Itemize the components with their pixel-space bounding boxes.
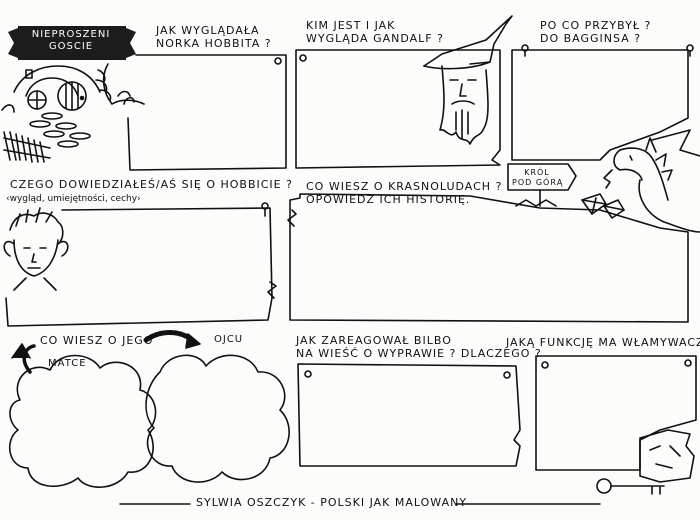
answer-box-dwarves	[289, 193, 689, 323]
pin-icon	[274, 57, 282, 65]
pin-icon	[299, 54, 307, 62]
worksheet-title: Nieproszeni Goscie	[26, 29, 116, 53]
question-burglar: Jaką funkcję ma włamywacz ?	[506, 336, 700, 349]
question-hobbit-hole-line-1: Jak wyglądała	[156, 24, 260, 37]
pin-icon	[684, 359, 692, 367]
pin-icon	[304, 370, 312, 378]
answer-box-burglar	[535, 355, 697, 471]
answer-box-about-hobbit	[5, 207, 273, 327]
key-icon	[596, 478, 612, 494]
gandalf-drawing	[423, 15, 513, 145]
cloud-mother	[9, 354, 157, 488]
question-bilbo-reaction-line-2: na wieść o wyprawie ? Dlaczego ?	[296, 347, 542, 360]
signpost-drawing	[507, 163, 577, 207]
hobbit-face-drawing	[3, 207, 69, 291]
question-about-hobbit: Czego dowiedziałeś/aś się o hobbicie ?	[10, 178, 293, 191]
cloud-father	[145, 354, 290, 483]
question-hobbit-hole: Jak wyglądała norka hobbita ?	[156, 24, 272, 50]
answer-box-bilbo-reaction	[297, 363, 521, 467]
question-about-hobbit-line-1: Czego dowiedziałeś/aś się o hobbicie ?	[10, 178, 293, 191]
dragon-drawing	[603, 129, 700, 233]
title-line-1: Nieproszeni	[31, 29, 111, 40]
question-purpose: Po co przybył ? do Bagginsa ?	[540, 19, 651, 45]
title-banner	[8, 26, 136, 60]
question-hobbit-hole-line-2: norka hobbita ?	[156, 37, 272, 50]
signpost-line-2: pod Górą	[512, 178, 564, 187]
question-gandalf-line-2: wygląda Gandalf ?	[306, 32, 444, 45]
title-line-2: Goscie	[48, 41, 94, 52]
label-mother: Matce	[48, 358, 87, 369]
signpost-line-1: Król	[524, 168, 550, 177]
hobbit-hole-drawing	[1, 63, 145, 163]
question-purpose-line-2: do Bagginsa ?	[540, 32, 642, 45]
question-gandalf: Kim jest i jak wygląda Gandalf ?	[306, 19, 444, 45]
pin-icon	[541, 361, 549, 369]
pin-icon	[686, 44, 694, 52]
pin-icon	[503, 371, 511, 379]
arrow-to-father-icon	[143, 330, 195, 343]
question-purpose-line-1: Po co przybył ?	[540, 19, 652, 32]
map-and-key-drawing	[596, 429, 695, 495]
answer-box-purpose	[511, 49, 689, 161]
question-bilbo-reaction: Jak zareagował Bilbo na wieść o wyprawie…	[296, 334, 542, 360]
label-father: Ojcu	[214, 334, 244, 345]
answer-box-hobbit-hole	[127, 54, 287, 171]
question-gandalf-line-1: Kim jest i jak	[306, 19, 396, 32]
answer-box-gandalf	[295, 49, 501, 169]
signpost-text: Król pod Górą	[512, 168, 562, 188]
footer-credit: Sylwia Oszczyk - Polski jak malowany	[196, 496, 468, 509]
question-bilbo-reaction-line-1: Jak zareagował Bilbo	[296, 334, 452, 347]
question-parents: Co wiesz o jego	[40, 334, 154, 347]
question-dwarves-line-1: Co wiesz o krasnoludach ?	[306, 180, 503, 193]
question-about-hobbit-hint: ‹wygląd, umiejętności, cechy›	[6, 194, 141, 204]
gems-drawing	[581, 193, 625, 219]
